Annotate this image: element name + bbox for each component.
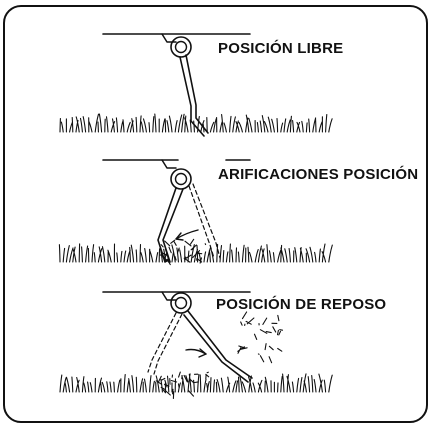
label-posicion-de-reposo: POSICIÓN DE REPOSO bbox=[216, 296, 387, 313]
thrown-thatch-clump bbox=[237, 311, 284, 364]
tine-ghost-dashed bbox=[192, 183, 221, 259]
panel-libre-drawing bbox=[59, 33, 333, 137]
panel-arificaciones-drawing bbox=[58, 159, 333, 266]
raked-thatch bbox=[159, 238, 207, 266]
label-posicion-libre: POSICIÓN LIBRE bbox=[218, 40, 344, 57]
tine-bracket bbox=[161, 291, 177, 301]
spring-coil-icon bbox=[170, 168, 192, 190]
grass-blades bbox=[59, 113, 333, 133]
tine-outer bbox=[187, 310, 253, 379]
thatch-at-tip bbox=[155, 371, 210, 400]
thatch-strokes bbox=[237, 311, 284, 364]
tine-ghost-dashed bbox=[147, 312, 177, 373]
thatch-strokes bbox=[159, 238, 207, 266]
grass-blades bbox=[58, 243, 333, 263]
tine-inner bbox=[183, 314, 249, 383]
spring-coil-icon bbox=[170, 36, 192, 58]
tine-ghost-dashed bbox=[153, 313, 183, 375]
spring-coil-inner-icon bbox=[174, 172, 188, 186]
arrowhead-icon bbox=[198, 348, 207, 358]
spring-coil-inner-icon bbox=[174, 40, 188, 54]
grass-blades bbox=[59, 373, 333, 393]
tine-outer bbox=[185, 54, 209, 134]
panel-reposo-drawing bbox=[59, 291, 333, 400]
grass-row-1 bbox=[59, 113, 333, 133]
label-arificaciones-posicion: ARIFICACIONES POSICIÓN bbox=[218, 166, 419, 183]
grass-row-3 bbox=[59, 373, 333, 393]
grass-row-2 bbox=[58, 243, 333, 263]
thatch-strokes bbox=[155, 371, 210, 400]
spring-coil-inner-icon bbox=[174, 296, 188, 310]
tine-bracket bbox=[161, 159, 177, 169]
spring-coil-icon bbox=[170, 292, 192, 314]
arrowhead-icon bbox=[175, 232, 184, 241]
